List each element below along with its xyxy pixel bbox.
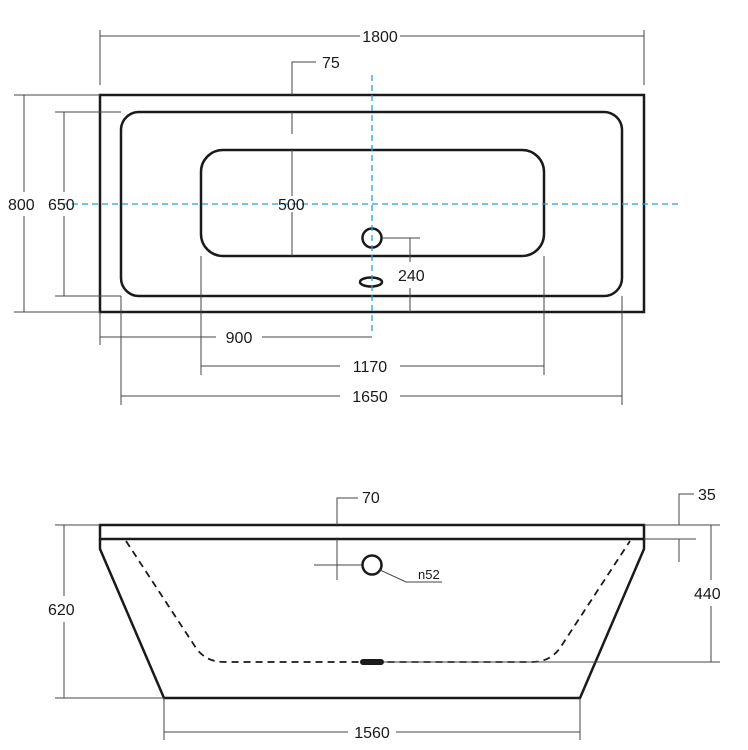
top-view-dimensions <box>14 30 645 405</box>
dim-drain-position: 900 <box>226 330 253 347</box>
dim-rim-width: 75 <box>322 55 340 72</box>
dim-base-length: 1560 <box>354 725 390 742</box>
dim-bottom-length: 1170 <box>353 359 388 376</box>
dim-bottom-width: 500 <box>278 197 305 214</box>
dim-rim-thickness: 70 <box>362 490 380 507</box>
dim-overflow-offset: 35 <box>698 487 716 504</box>
drain-hole <box>358 276 384 288</box>
dim-inner-depth: 440 <box>694 586 721 603</box>
side-overflow-hole <box>361 554 383 576</box>
side-drain <box>360 659 384 665</box>
side-rim <box>98 523 646 541</box>
dim-drain-offset: 240 <box>398 268 425 285</box>
dim-overall-length: 1800 <box>362 29 398 46</box>
overflow-size-label: n52 <box>418 567 440 582</box>
dim-inner-length: 1650 <box>352 389 388 406</box>
dim-overall-width: 800 <box>8 197 35 214</box>
side-view-dimensions <box>55 493 720 740</box>
side-body <box>98 539 646 700</box>
centerlines <box>62 75 680 335</box>
side-view <box>98 523 646 700</box>
dim-inner-width: 650 <box>48 197 75 214</box>
dim-height: 620 <box>48 602 75 619</box>
